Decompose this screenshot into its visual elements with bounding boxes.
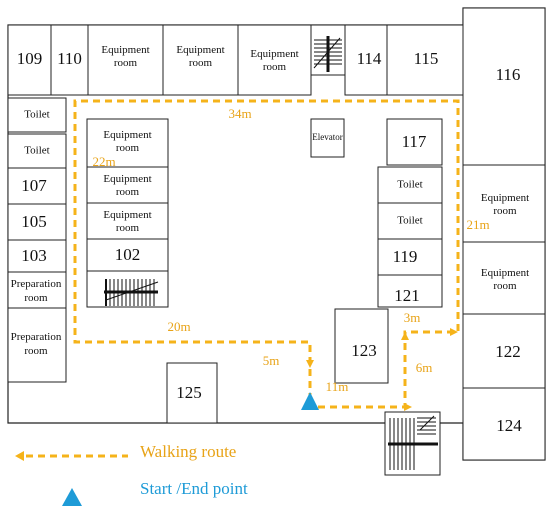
distance-bottom: 20m bbox=[167, 319, 190, 334]
room-124 bbox=[462, 387, 546, 461]
distance-left: 22m bbox=[92, 154, 115, 169]
room-103-label: 103 bbox=[21, 246, 47, 265]
toilet-right-1 bbox=[377, 166, 443, 204]
room-119-label: 119 bbox=[393, 247, 418, 266]
distance-right: 21m bbox=[466, 217, 489, 232]
equipment-room-top-1 bbox=[87, 24, 164, 96]
legend-route-arrowhead bbox=[15, 451, 24, 461]
room-107 bbox=[7, 167, 67, 205]
toilet-left-1-label: Toilet bbox=[24, 109, 50, 121]
room-121 bbox=[377, 274, 443, 308]
room-116-label: 116 bbox=[496, 65, 521, 84]
room-124-label: 124 bbox=[496, 416, 522, 435]
room-122 bbox=[462, 313, 546, 389]
room-125-label: 125 bbox=[176, 383, 202, 402]
equipment-room-right-2 bbox=[462, 241, 546, 315]
preparation-room-1 bbox=[7, 271, 67, 309]
room-110-label: 110 bbox=[57, 49, 82, 68]
equipment-room-right-1 bbox=[462, 164, 546, 243]
staircase-top bbox=[310, 24, 346, 76]
toilet-right-2-label: Toilet bbox=[397, 215, 423, 227]
elevator-label: Elevator bbox=[312, 132, 343, 142]
room-107-label: 107 bbox=[21, 176, 47, 195]
distance-top: 34m bbox=[228, 106, 251, 121]
distance-across: 11m bbox=[326, 379, 349, 394]
room-105 bbox=[7, 203, 67, 241]
toilet-left-1 bbox=[7, 97, 67, 133]
room-102-label: 102 bbox=[115, 245, 141, 264]
room-105-label: 105 bbox=[21, 212, 47, 231]
room-110 bbox=[50, 24, 89, 96]
start-end-marker bbox=[301, 392, 319, 410]
room-117 bbox=[386, 118, 443, 166]
room-121-label: 121 bbox=[394, 286, 420, 305]
room-122-label: 122 bbox=[495, 342, 521, 361]
legend-point-label: Start /End point bbox=[140, 479, 248, 498]
distance-up: 6m bbox=[416, 360, 433, 375]
equipment-room-inner-3 bbox=[86, 202, 169, 240]
staircase-bottom bbox=[384, 411, 441, 476]
room-123-label: 123 bbox=[351, 341, 377, 360]
toilet-right-2 bbox=[377, 202, 443, 240]
room-123 bbox=[334, 308, 389, 384]
equipment-room-inner-1 bbox=[86, 118, 169, 168]
room-115-label: 115 bbox=[414, 49, 439, 68]
room-119 bbox=[377, 238, 443, 276]
walking-route bbox=[73, 99, 460, 409]
equipment-room-inner-2 bbox=[86, 166, 169, 204]
distance-down: 5m bbox=[263, 353, 280, 368]
toilet-right-1-label: Toilet bbox=[397, 179, 423, 191]
room-117-label: 117 bbox=[402, 132, 427, 151]
distance-end: 3m bbox=[404, 310, 421, 325]
room-114 bbox=[344, 24, 388, 96]
room-125 bbox=[166, 362, 218, 424]
room-109-label: 109 bbox=[17, 49, 43, 68]
route-arrowhead-up bbox=[401, 332, 409, 340]
legend-marker-icon bbox=[62, 488, 82, 506]
legend-route-label: Walking route bbox=[140, 442, 237, 461]
toilet-left-2-label: Toilet bbox=[24, 145, 50, 157]
toilet-left-2 bbox=[7, 133, 67, 169]
elevator bbox=[310, 118, 345, 158]
preparation-room-2 bbox=[7, 307, 67, 383]
route-arrowhead-end bbox=[450, 328, 458, 336]
room-103 bbox=[7, 239, 67, 273]
equipment-room-top-2 bbox=[162, 24, 239, 96]
route-arrowhead-down bbox=[306, 360, 314, 368]
room-114-label: 114 bbox=[357, 49, 382, 68]
room-116 bbox=[462, 7, 546, 166]
route-arrowhead-bottom bbox=[404, 403, 412, 411]
equipment-room-top-3 bbox=[237, 24, 312, 96]
room-102 bbox=[86, 238, 169, 272]
staircase-inner bbox=[104, 279, 159, 306]
